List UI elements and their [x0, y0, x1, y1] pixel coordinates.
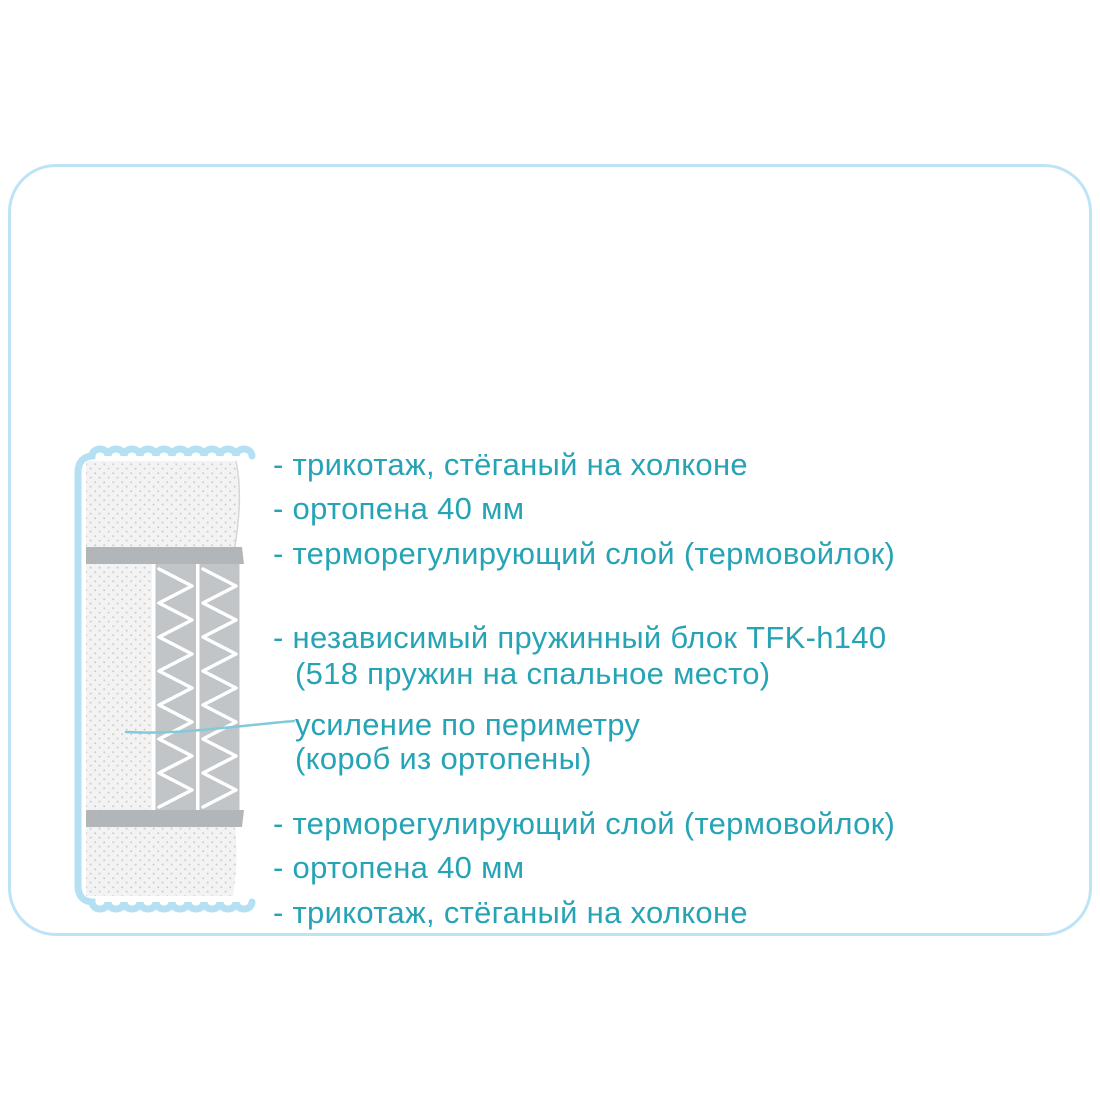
label-top-foam: - ортопена 40 мм: [273, 491, 525, 526]
spring-zigzag-left: [157, 567, 194, 809]
label-bottom-cover: - трикотаж, стёганый на холконе: [273, 895, 748, 930]
foam-layer-bottom: [86, 827, 237, 896]
leader-line: [124, 719, 296, 734]
thermo-layer-top: [86, 547, 244, 564]
label-bottom-foam: - ортопена 40 мм: [273, 850, 525, 885]
label-spring-block: - независимый пружинный блок TFK-h140: [273, 620, 887, 655]
foam-layer-top: [86, 461, 240, 547]
mattress-cross-section-diagram: [74, 445, 296, 913]
label-spring-block-note: (518 пружин на спальное место): [295, 656, 771, 691]
foam-cut-edge-top: [234, 460, 241, 548]
label-perimeter-note: (короб из ортопены): [295, 741, 592, 776]
spring-block-graphic: [152, 564, 243, 810]
spring-zigzag-right: [201, 567, 238, 809]
thermo-layer-bottom: [86, 810, 244, 827]
label-perimeter: усиление по периметру: [295, 707, 641, 742]
label-bottom-thermo: - терморегулирующий слой (термовойлок): [273, 806, 896, 841]
label-top-cover: - трикотаж, стёганый на холконе: [273, 447, 748, 482]
label-top-thermo: - терморегулирующий слой (термовойлок): [273, 536, 896, 571]
perimeter-foam-layer: [86, 564, 152, 810]
content-card: - трикотаж, стёганый на холконе - ортопе…: [8, 164, 1092, 936]
